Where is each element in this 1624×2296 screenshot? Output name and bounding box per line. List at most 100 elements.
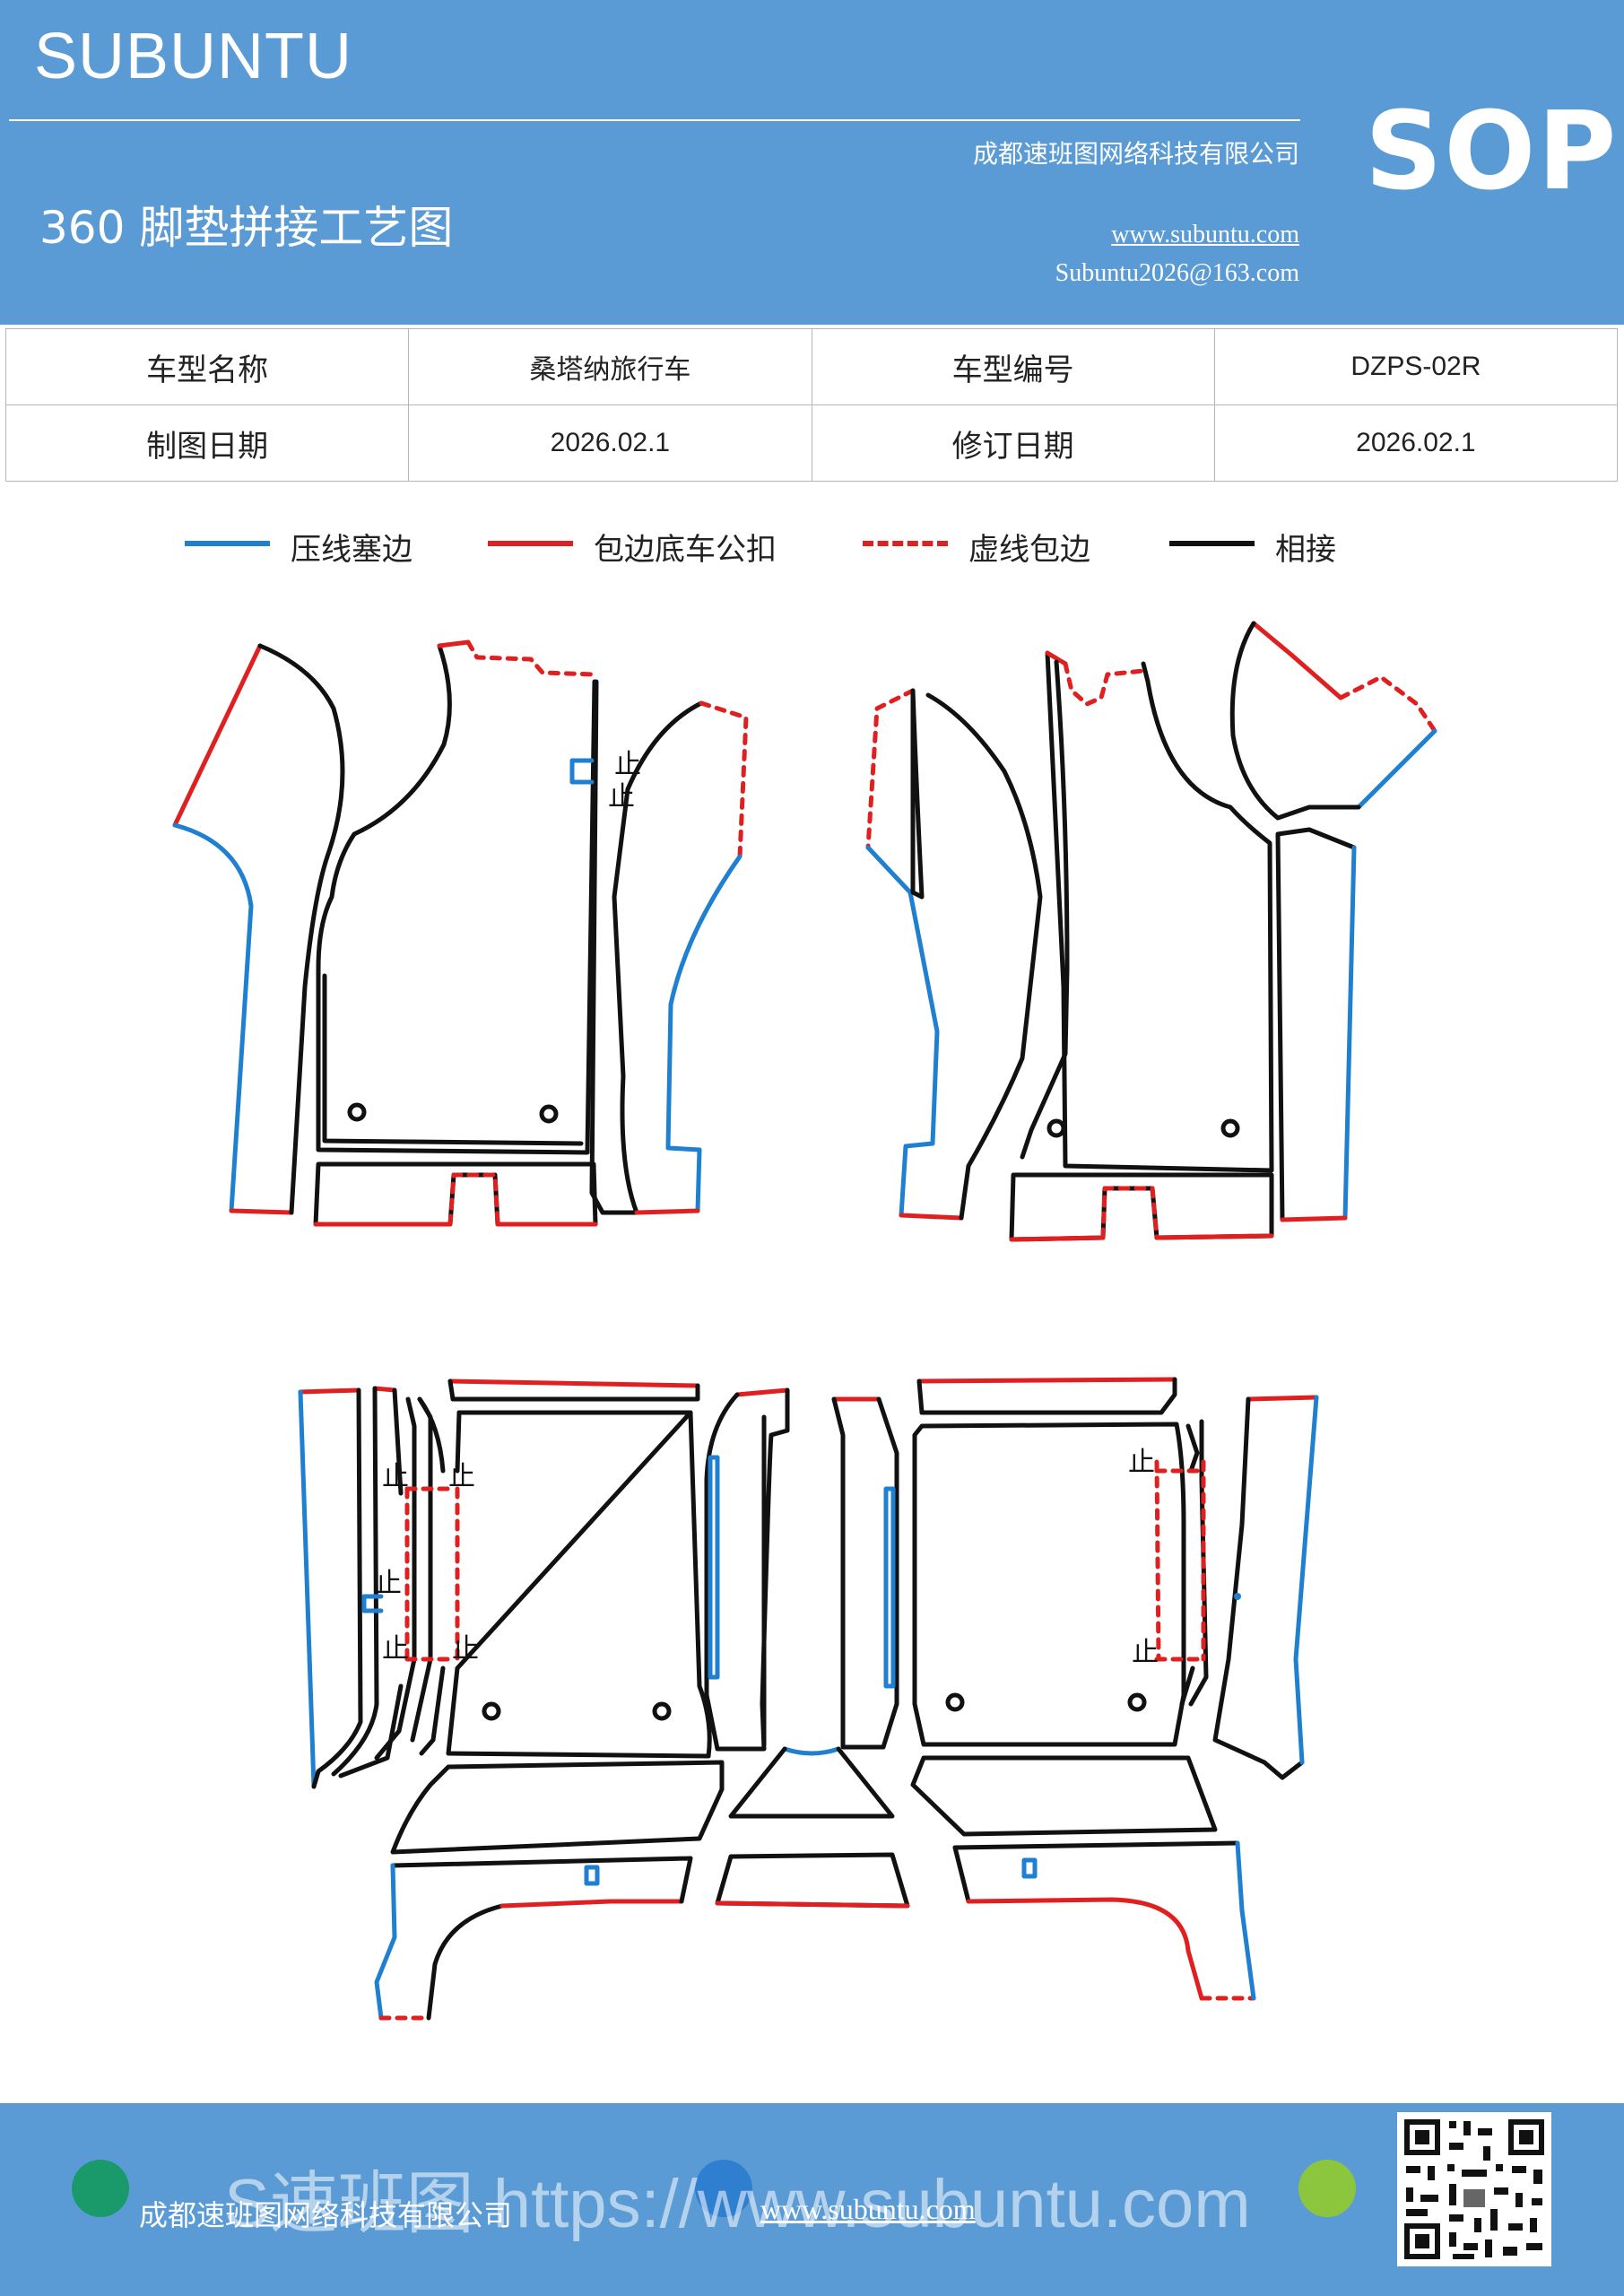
table-cell-value: 2026.02.1: [1213, 404, 1619, 482]
front-right-main-top-red: [1045, 650, 1068, 666]
front-left-right-panel-blue: [665, 854, 743, 1152]
rear-left-strip-red: [372, 1386, 397, 1393]
rear-right-lower-band: [910, 1755, 1218, 1837]
table-row: 制图日期 2026.02.1 修订日期 2026.02.1: [4, 404, 1619, 482]
rear-left-tunnel-blue-strip: [708, 1455, 720, 1680]
stop-mark: 止: [382, 1461, 409, 1492]
footer-website-link[interactable]: www.subuntu.com: [760, 2193, 976, 2225]
rear-left-arch-black: [426, 1903, 505, 2021]
footer-company-name: 成都速班图网络科技有限公司: [139, 2198, 513, 2232]
rear-center-strip-red: [715, 1900, 910, 1909]
rear-center-strip: [715, 1852, 910, 1909]
legend-swatch: [488, 541, 573, 546]
table-cell-value: 桑塔纳旅行车: [408, 328, 812, 405]
rear-left-arch-red: [499, 1899, 684, 1909]
rear-left-tunnel-red: [734, 1387, 790, 1397]
rear-left-outer-black: [311, 1387, 363, 1789]
rear-left-mat-group: 止 止 止 止 止: [298, 1378, 910, 2021]
building-icon: [72, 2160, 129, 2217]
front-left-main-top-dashed: [465, 639, 597, 677]
rear-left-curved-strip: [417, 1396, 446, 1756]
rear-center-hump-blue: [782, 1746, 841, 1756]
legend-label: 包边底车公扣: [594, 532, 777, 568]
legend-label: 虚线包边: [968, 532, 1090, 568]
front-left-mat-group: 止 止: [172, 639, 749, 1227]
wechat-icon: [1298, 2160, 1356, 2217]
rear-left-main-outline: [446, 1378, 712, 1759]
front-left-main-outline: [316, 643, 597, 1155]
rear-right-marker-dot: [1234, 1593, 1241, 1600]
front-right-mat-group: [865, 621, 1437, 1242]
fixing-hole: [1127, 1692, 1147, 1712]
rear-right-outer-blue: [1293, 1395, 1319, 1765]
rear-right-tunnel-blue-strip: [883, 1486, 896, 1689]
table-cell-label: 修订日期: [811, 404, 1215, 482]
stop-mark: 止: [382, 1633, 409, 1665]
table-row: 车型名称 桑塔纳旅行车 车型编号 DZPS-02R: [4, 328, 1619, 405]
email-address: Subuntu2026@163.com: [1055, 259, 1299, 287]
strip-dashed-notch: [1100, 1186, 1159, 1240]
strip-red-edge: [1154, 1233, 1274, 1240]
front-left-side-blue-edge: [172, 822, 254, 1213]
rear-right-tunnel-black: [831, 1396, 899, 1750]
rear-left-arch-blue: [374, 1863, 397, 2021]
rear-left-strips: [331, 1386, 404, 1779]
front-right-tall-panel-blue: [1342, 845, 1357, 1221]
rear-center-hump: [728, 1746, 895, 1819]
front-right-main-outline: [1045, 650, 1274, 1173]
stop-mark: 止: [1128, 1447, 1155, 1478]
front-left-right-panel-black: [589, 679, 704, 1215]
rear-right-main-outline: [912, 1422, 1186, 1747]
front-right-upper-red: [1251, 621, 1343, 700]
sop-label: SOP: [1365, 90, 1619, 214]
table-cell-value: 2026.02.1: [408, 404, 812, 482]
rear-right-arch-red: [966, 1897, 1204, 2001]
stop-mark: 止: [608, 781, 635, 813]
fixing-hole: [1046, 1118, 1066, 1138]
rear-right-main-top: [916, 1377, 1177, 1415]
stop-mark: 止: [614, 749, 641, 780]
footer-watermark: S速班图 https://www.subuntu.com: [224, 2166, 1251, 2242]
rear-left-slot: [584, 1865, 600, 1886]
front-right-left-panel-dashed: [865, 688, 916, 850]
front-left-side-red-edge: [172, 643, 263, 828]
front-left-right-panel-dashed: [699, 700, 749, 859]
stop-mark: 止: [375, 1568, 402, 1599]
fixing-hole: [347, 1102, 367, 1122]
rear-left-lower-band: [390, 1760, 725, 1855]
rear-left-arch-end: [679, 1856, 693, 1904]
header-banner: SUBUNTU 成都速班图网络科技有限公司 www.subuntu.com Su…: [0, 0, 1624, 325]
table-cell-value: DZPS-02R: [1213, 328, 1619, 405]
document-title: 360 脚垫拼接工艺图: [39, 202, 454, 254]
front-right-tall-panel-red: [1280, 1215, 1348, 1222]
front-left-main-inner: [322, 973, 584, 1146]
strip-red-edge: [1009, 1235, 1106, 1242]
front-left-tab-blue: [569, 758, 595, 785]
website-link[interactable]: www.subuntu.com: [1111, 221, 1299, 248]
footer-banner: 成都速班图网络科技有限公司 www.subuntu.com S速班图 https…: [0, 2103, 1624, 2296]
rear-right-lower-left-edge: [952, 1845, 971, 1904]
front-right-left-panel-blue: [865, 845, 940, 1218]
table-cell-label: 车型名称: [4, 328, 410, 405]
rear-right-lower-band-top: [952, 1840, 1240, 1850]
front-left-right-panel-red: [634, 1208, 700, 1215]
rear-left-tab-blue: [361, 1594, 384, 1613]
brand-logo-text: SUBUNTU: [34, 21, 353, 92]
rear-right-outer-red: [1246, 1395, 1319, 1402]
globe-icon: [695, 2160, 752, 2217]
stop-mark: 止: [1132, 1637, 1159, 1668]
rear-right-mat-group: 止 止: [831, 1377, 1319, 2001]
rear-left-main-top-red: [447, 1378, 700, 1388]
legend-label: 压线塞边: [291, 532, 413, 568]
rear-left-dashed-joint-cross: [404, 1486, 456, 1662]
rear-right-slot: [1021, 1857, 1038, 1879]
front-right-tall-panel-black: [1275, 827, 1357, 1222]
legend-label: 相接: [1275, 532, 1336, 568]
front-right-main-top-dashed: [1063, 661, 1146, 707]
strip-dashed-notch: [447, 1172, 500, 1227]
line-legend: 压线塞边 包边底车公扣 虚线包边 相接: [0, 525, 1624, 570]
qr-code-icon: [1397, 2112, 1551, 2266]
legend-swatch: [1169, 541, 1255, 546]
header-divider: [9, 119, 1300, 121]
fixing-hole: [1220, 1118, 1240, 1138]
